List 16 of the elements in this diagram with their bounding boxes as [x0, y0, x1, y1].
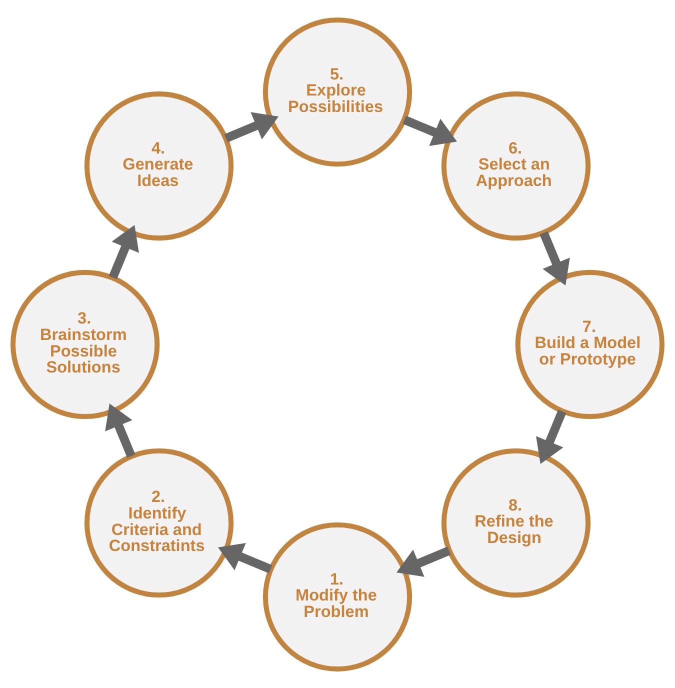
arrow [536, 409, 566, 464]
node-circle: 7. Build a Model or Prototype [515, 269, 664, 419]
arrow [218, 542, 272, 573]
node-circle: 5. Explore Possibilities [262, 17, 412, 166]
node-circle: 3. Brainstorm Possible Solutions [10, 269, 160, 419]
arrow [224, 112, 278, 142]
arrow [105, 402, 136, 458]
arrow [402, 115, 457, 146]
node-circle: 2. Identify Criteria and Constratints [84, 448, 234, 598]
arrow [108, 224, 139, 279]
node-circle: 1. Modify the Problem [262, 522, 412, 671]
arrow [540, 230, 570, 285]
node-circle: 6. Select an Approach [441, 90, 591, 240]
arrow [396, 546, 451, 576]
node-circle: 8. Refine the Design [441, 448, 591, 598]
node-circle: 4. Generate Ideas [84, 90, 234, 240]
